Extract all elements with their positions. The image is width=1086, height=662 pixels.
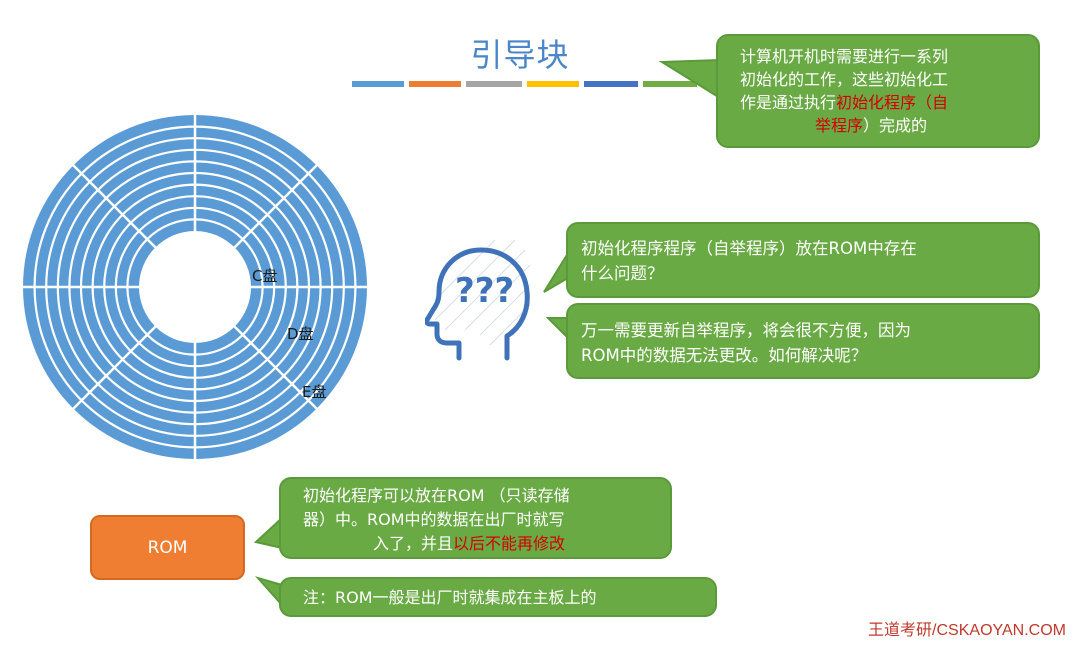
- footer-watermark: 王道考研/CSKAOYAN.COM: [868, 622, 1066, 639]
- title-bar-segment-4: [527, 81, 579, 87]
- disk-sector-line: [233, 164, 318, 249]
- title-bar-segment-3: [466, 81, 522, 87]
- boot-intro-line-4: 举程序）完成的: [740, 114, 1028, 137]
- title-bar-segment-2: [409, 81, 461, 87]
- cannot-modify-highlight: 以后不能再修改: [453, 534, 566, 553]
- boot-intro-line-2: 初始化的工作，这些初始化工: [740, 70, 949, 89]
- rom-label: ROM: [147, 537, 188, 558]
- disk-sector-line: [72, 164, 157, 249]
- slide-title: 引导块: [470, 36, 570, 74]
- rom-callout: 初始化程序可以放在ROM （只读存储 器）中。ROM中的数据在出厂时就写 入了，…: [279, 477, 672, 559]
- question-marks-icon: ???: [455, 271, 514, 311]
- question-line-1: 初始化程序程序（自举程序）放在ROM中存在: [581, 239, 917, 258]
- boot-intro-line-3: 作是通过执行初始化程序（自: [740, 91, 1028, 114]
- boot-intro-line-1: 计算机开机时需要进行一系列: [740, 47, 949, 66]
- thinking-head-icon: ???: [425, 240, 531, 361]
- rom-callout-line-3: 入了，并且以后不能再修改: [303, 532, 660, 556]
- disk-platter-diagram: [23, 115, 367, 459]
- callout-top-pointer: [658, 58, 721, 100]
- disk-spindle-hole: [139, 231, 251, 343]
- title-bar-segment-1: [352, 81, 404, 87]
- disk-sector-dividers: [23, 115, 367, 459]
- answer-bubble: 万一需要更新自举程序，将会很不方便，因为 ROM中的数据无法更改。如何解决呢？: [566, 303, 1040, 379]
- boot-program-highlight: 初始化程序（自: [836, 93, 949, 112]
- answer-line-2: ROM中的数据无法更改。如何解决呢？: [581, 346, 868, 365]
- boot-intro-callout: 计算机开机时需要进行一系列 初始化的工作，这些初始化工 作是通过执行初始化程序（…: [716, 34, 1040, 148]
- question-bubble: 初始化程序程序（自举程序）放在ROM中存在 什么问题？: [566, 222, 1040, 298]
- boot-program-highlight-2: 举程序: [815, 116, 864, 135]
- rom-callout-line-3-text: 入了，并且: [373, 534, 454, 553]
- head-outline: [425, 247, 530, 361]
- rom-note-callout: 注：ROM一般是出厂时就集成在主板上的: [279, 577, 717, 617]
- partition-label-c: C盘: [252, 267, 278, 285]
- rom-box: ROM: [90, 515, 245, 580]
- rom-callout-line-1: 初始化程序可以放在ROM （只读存储: [303, 486, 570, 505]
- title-bar-segment-5: [584, 81, 638, 87]
- boot-intro-line-4-text: ）完成的: [863, 116, 928, 135]
- partition-label-d: D盘: [287, 325, 314, 343]
- question-line-2: 什么问题？: [581, 264, 664, 283]
- rom-note-text: 注：ROM一般是出厂时就集成在主板上的: [303, 588, 597, 607]
- disk-sector-line: [233, 325, 318, 410]
- rom-callout-line-2: 器）中。ROM中的数据在出厂时就写: [303, 510, 565, 529]
- title-bar-segment-6: [643, 81, 697, 87]
- boot-intro-line-3-text: 作是通过执行: [740, 93, 837, 112]
- answer-line-1: 万一需要更新自举程序，将会很不方便，因为: [581, 321, 911, 340]
- partition-label-e: E盘: [302, 383, 327, 401]
- disk-sector-line: [72, 325, 157, 410]
